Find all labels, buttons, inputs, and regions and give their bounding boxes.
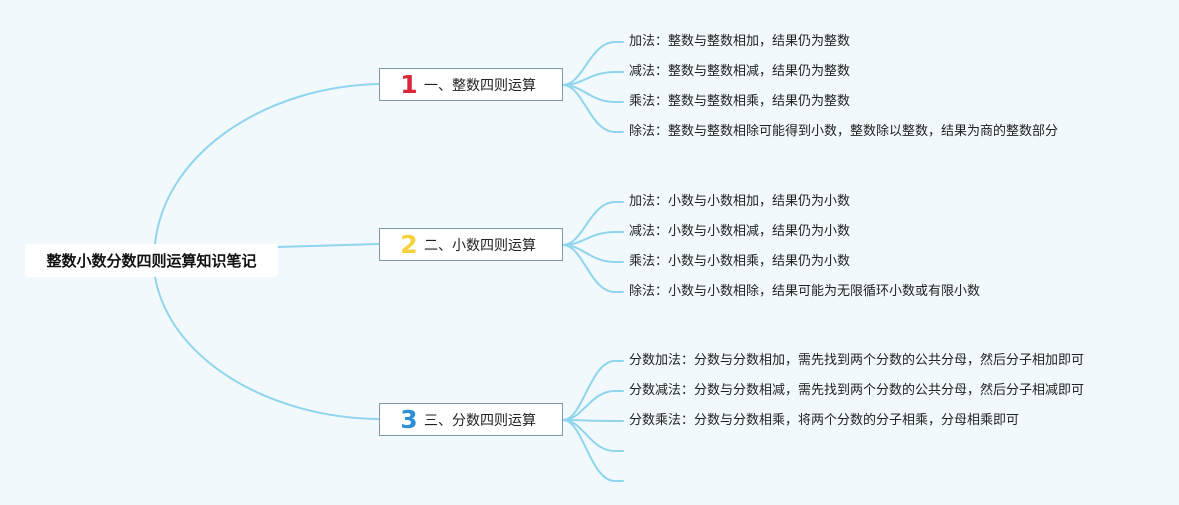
connector-branch-3-leaf-2 <box>562 390 624 421</box>
connector-branch-1-leaf-1 <box>562 41 624 86</box>
branch-topic-decimal[interactable]: 2 二、小数四则运算 <box>379 228 563 261</box>
connector-branch-3-leaf-5 <box>562 419 624 482</box>
connector-branch-2-leaf-4 <box>562 244 624 293</box>
branch-topic-fraction[interactable]: 3 三、分数四则运算 <box>379 403 563 436</box>
leaf-topic[interactable]: 减法：小数与小数相减，结果仍为小数 <box>629 224 851 239</box>
connector-branch-3-leaf-3 <box>562 419 624 422</box>
leaf-topic[interactable]: 除法：小数与小数相除，结果可能为无限循环小数或有限小数 <box>629 284 981 299</box>
leaf-topic[interactable]: 除法：整数与整数相除可能得到小数，整数除以整数，结果为商的整数部分 <box>629 124 1059 139</box>
root-topic-label: 整数小数分数四则运算知识笔记 <box>46 252 257 270</box>
connector-root-branch-2 <box>277 243 380 248</box>
branch-topic-label: 三、分数四则运算 <box>424 412 536 429</box>
leaf-topic[interactable]: 加法：整数与整数相加，结果仍为整数 <box>629 34 851 49</box>
branch-topic-label: 一、整数四则运算 <box>424 77 536 94</box>
leaf-topic[interactable]: 乘法：整数与整数相乘，结果仍为整数 <box>629 94 851 109</box>
leaf-topic[interactable]: 减法：整数与整数相减，结果仍为整数 <box>629 64 851 79</box>
leaf-topic[interactable]: 乘法：小数与小数相乘，结果仍为小数 <box>629 254 851 269</box>
number-1-icon: 1 <box>400 70 418 99</box>
leaf-topic[interactable]: 分数减法：分数与分数相减，需先找到两个分数的公共分母，然后分子相减即可 <box>629 383 1085 398</box>
number-3-icon: 3 <box>400 405 418 434</box>
leaf-topic[interactable]: 加法：小数与小数相加，结果仍为小数 <box>629 194 851 209</box>
leaf-topic[interactable]: 分数乘法：分数与分数相乘，将两个分数的分子相乘，分母相乘即可 <box>629 413 1020 428</box>
branch-topic-label: 二、小数四则运算 <box>424 237 536 254</box>
leaf-topic[interactable]: 分数加法：分数与分数相加，需先找到两个分数的公共分母，然后分子相加即可 <box>629 353 1085 368</box>
connector-branch-3-leaf-1 <box>562 360 624 421</box>
number-2-icon: 2 <box>400 230 418 259</box>
root-topic[interactable]: 整数小数分数四则运算知识笔记 <box>25 244 278 277</box>
connector-branch-2-leaf-1 <box>562 201 624 246</box>
connector-branch-1-leaf-4 <box>562 84 624 133</box>
connector-root-branch-3 <box>154 276 380 420</box>
branch-topic-integer[interactable]: 1 一、整数四则运算 <box>379 68 563 101</box>
connector-branch-1-leaf-2 <box>562 71 624 86</box>
connector-branch-2-leaf-2 <box>562 231 624 246</box>
connector-root-branch-1 <box>154 83 380 245</box>
